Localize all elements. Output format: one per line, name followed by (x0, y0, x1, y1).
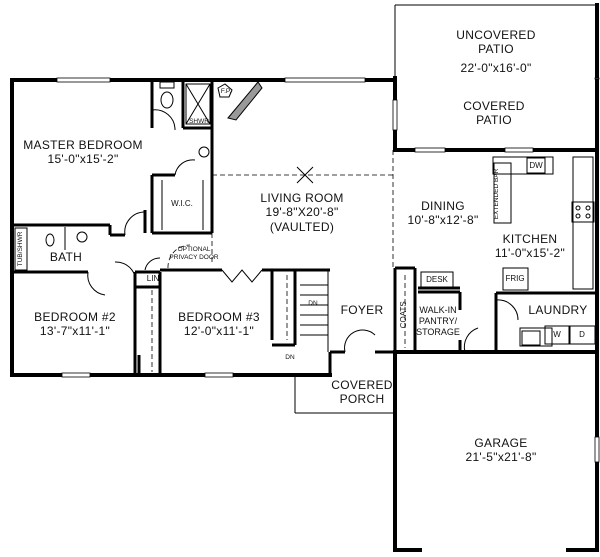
pantry-label: WALK-IN PANTRY/ STORAGE (416, 305, 460, 337)
washer-label: W (553, 330, 561, 339)
privacy-door-label: OPTIONAL PRIVACY DOOR (169, 246, 219, 261)
fixtures (14, 81, 596, 347)
fridge-label: FRIG (505, 274, 525, 283)
patio-outline (392, 3, 600, 152)
bedroom2-label: BEDROOM #2 13'-7"x11'-1" (34, 310, 116, 339)
laundry-label: LAUNDRY (528, 303, 588, 317)
master-bedroom-label: MASTER BEDROOM 15'-0"x15'-2" (23, 138, 143, 167)
wic-label: W.I.C. (171, 199, 193, 208)
coats-label: COATS (399, 301, 409, 329)
living-room-label: LIVING ROOM 19'-8"X20'-8" (VAULTED) (260, 191, 344, 234)
bedroom3-label: BEDROOM #3 12'-0"x11'-1" (178, 310, 260, 339)
desk-label: DESK (426, 275, 448, 284)
dryer-label: D (579, 330, 585, 339)
tub-shower-label: TUB/SHWR (17, 231, 25, 267)
covered-porch-label: COVERED PORCH (331, 378, 393, 407)
bath-label: BATH (49, 250, 83, 264)
dining-label: DINING 10'-8"x12'-8" (407, 199, 479, 228)
fireplace-label: F.P. (220, 88, 232, 95)
uncovered-patio-label: UNCOVERED PATIO 22'-0"x16'-0" (456, 28, 536, 75)
stairs-down-label-2: DN (285, 354, 295, 361)
shower-label: SHWR (189, 118, 209, 125)
stairs-down-label: DN (308, 300, 318, 307)
extended-bar-label: EXTENDED BAR (493, 168, 501, 220)
garage-label: GARAGE 21'-5"x21'-8" (465, 436, 537, 465)
linen-label: LIN (146, 274, 160, 283)
dishwasher-label: DW (529, 161, 543, 170)
covered-patio-label: COVERED PATIO (463, 99, 525, 128)
porch-outline (294, 375, 395, 414)
door-swings (87, 109, 519, 353)
foyer-label: FOYER (340, 303, 384, 317)
kitchen-label: KITCHEN 11'-0"x15'-2" (494, 232, 566, 261)
